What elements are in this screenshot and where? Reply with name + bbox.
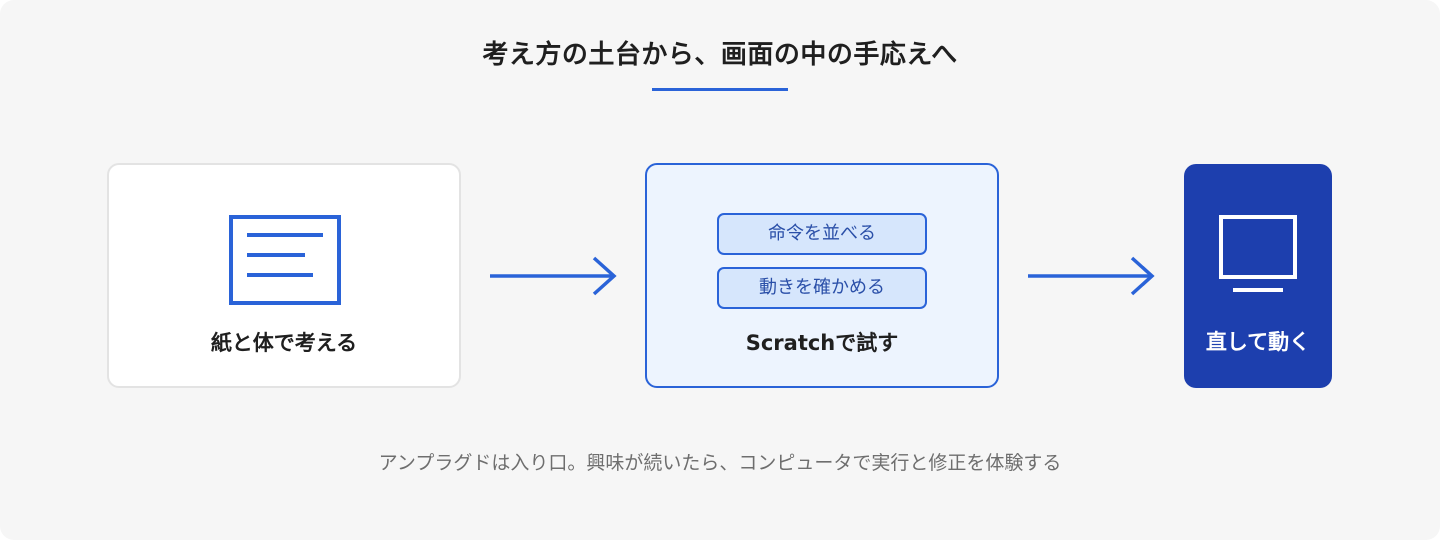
step-label-paper: 紙と体で考える bbox=[210, 331, 358, 355]
document-lines-icon bbox=[229, 215, 341, 305]
step-card-screen: 直して動く bbox=[1184, 164, 1332, 388]
arrow-right-icon bbox=[1028, 256, 1155, 296]
step-label-screen: 直して動く bbox=[1205, 330, 1311, 354]
arrow-right-icon bbox=[490, 256, 617, 296]
scratch-block: 動きを確かめる bbox=[717, 267, 927, 309]
diagram-title: 考え方の土台から、画面の中の手応えへ bbox=[482, 40, 958, 70]
monitor-icon bbox=[1219, 215, 1297, 292]
step-card-scratch: 命令を並べる 動きを確かめる Scratchで試す bbox=[645, 163, 999, 388]
step-card-paper: 紙と体で考える bbox=[107, 163, 461, 388]
diagram-caption: アンプラグドは入り口。興味が続いたら、コンピュータで実行と修正を体験する bbox=[378, 452, 1062, 474]
title-underline bbox=[652, 88, 788, 91]
step-label-scratch: Scratchで試す bbox=[745, 331, 899, 355]
scratch-block: 命令を並べる bbox=[717, 213, 927, 255]
